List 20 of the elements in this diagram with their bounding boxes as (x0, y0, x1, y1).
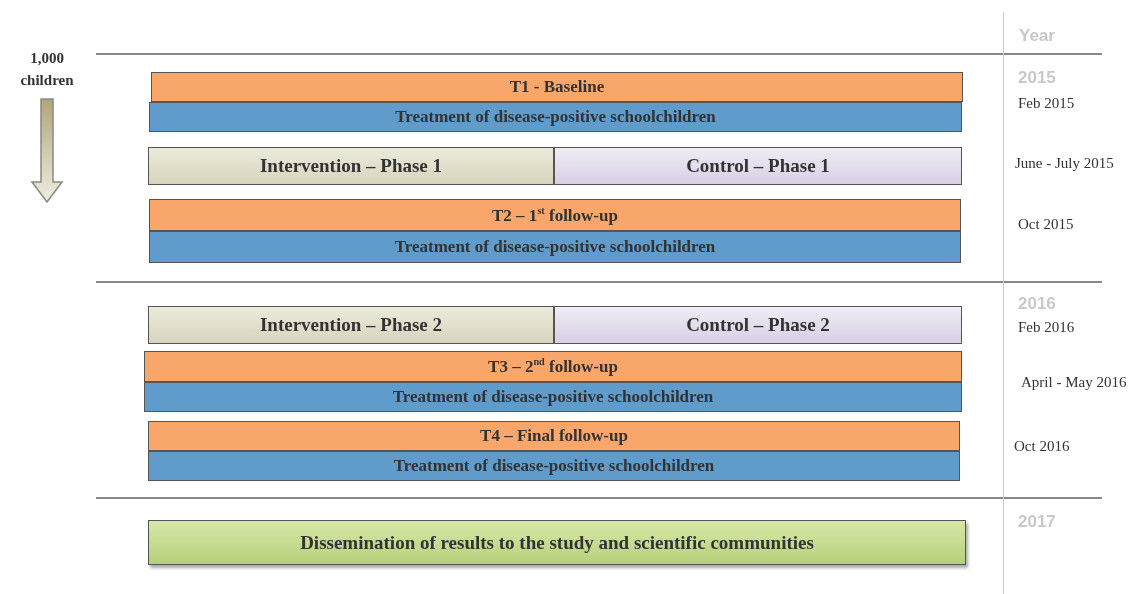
follow-up-bar: T2 – 1$^{st}$ follow-up (149, 199, 961, 231)
follow-up-bar: T4 – Final follow-up (148, 421, 960, 451)
date-label: June - July 2015 (1015, 155, 1114, 172)
date-label: Oct 2016 (1014, 438, 1070, 455)
count-label: 1,000 children (19, 49, 75, 90)
intervention-bar: Intervention – Phase 1 (148, 147, 554, 185)
treatment-bar: Treatment of disease-positive schoolchildren (149, 102, 962, 132)
treatment-bar: Treatment of disease-positive schoolchildren (144, 382, 962, 412)
control-bar: Control – Phase 1 (554, 147, 962, 185)
treatment-bar: Treatment of disease-positive schoolchildren (148, 451, 960, 481)
treatment-bar: Treatment of disease-positive schoolchildren (149, 231, 961, 263)
baseline-bar: T1 - Baseline (151, 72, 963, 102)
date-label: April - May 2016 (1021, 374, 1127, 391)
intervention-bar: Intervention – Phase 2 (148, 306, 554, 344)
dissemination-bar: Dissemination of results to the study and scientific communities (148, 520, 966, 565)
date-label: Feb 2016 (1018, 319, 1075, 336)
date-label: Feb 2015 (1018, 95, 1075, 112)
follow-up-bar: T3 – 2$^{nd}$ follow-up (144, 351, 962, 382)
control-bar: Control – Phase 2 (554, 306, 962, 344)
date-label: Oct 2015 (1018, 216, 1074, 233)
